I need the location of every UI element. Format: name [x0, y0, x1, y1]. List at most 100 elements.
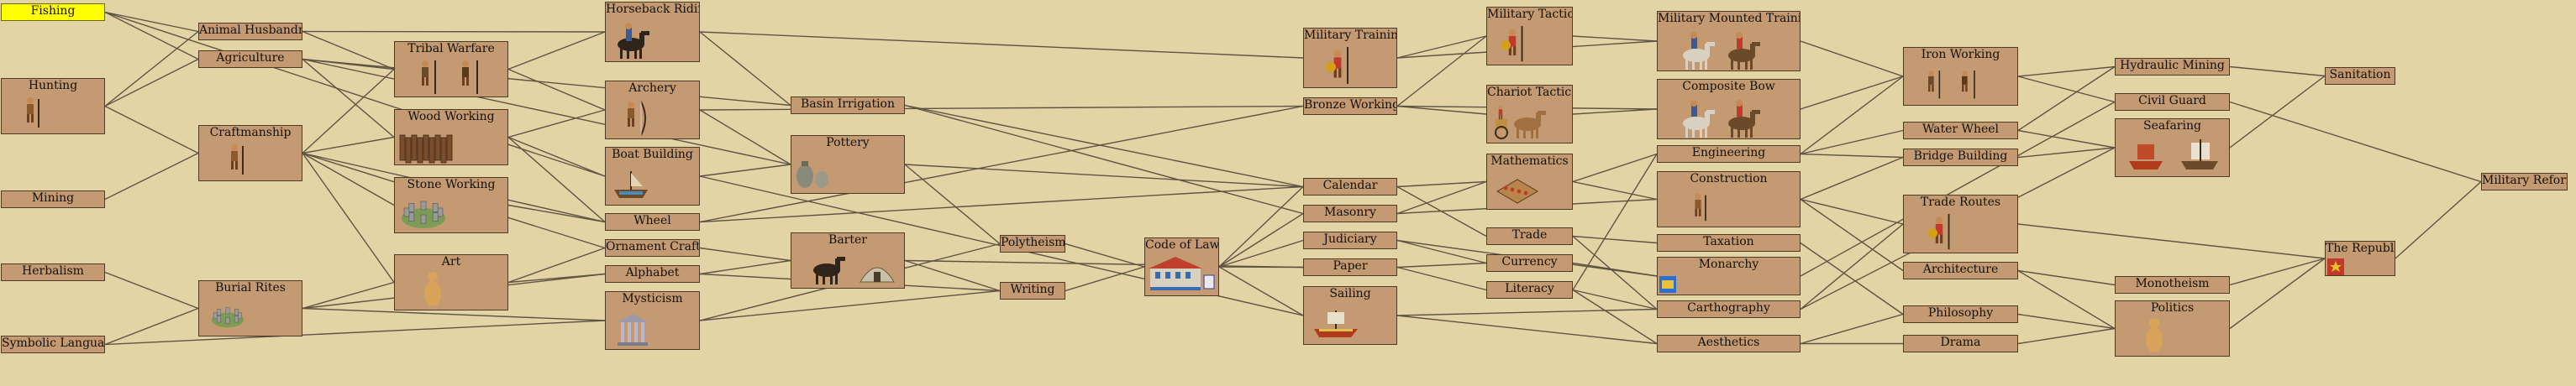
tech-label: Engineering — [1691, 146, 1766, 159]
tech-boat-building[interactable]: Boat Building — [605, 147, 700, 206]
prerequisite-link — [2229, 75, 2326, 149]
tech-stone-working[interactable]: Stone Working — [394, 177, 508, 233]
pottery-jars-icon — [791, 151, 833, 193]
tech-label: Calendar — [1322, 179, 1378, 192]
tech-fishing[interactable]: Fishing — [1, 3, 105, 21]
tech-label: Tribal Warfare — [407, 42, 495, 55]
mounted-archers-icon — [1674, 96, 1767, 138]
tech-burial-rites[interactable]: Burial Rites — [198, 280, 302, 336]
tech-seafaring[interactable]: Seafaring — [2115, 118, 2230, 177]
tech-paper[interactable]: Paper — [1303, 258, 1397, 276]
tech-the-republic[interactable]: The Republic — [2325, 241, 2395, 276]
tech-mysticism[interactable]: Mysticism — [605, 291, 700, 350]
prerequisite-link — [904, 164, 1304, 188]
tech-writing[interactable]: Writing — [1000, 282, 1065, 300]
tech-taxation[interactable]: Taxation — [1657, 234, 1801, 252]
tech-bronze-working[interactable]: Bronze Working — [1303, 97, 1397, 115]
prerequisite-link — [104, 11, 199, 60]
tech-agriculture[interactable]: Agriculture — [198, 50, 302, 68]
tech-code-of-laws[interactable]: Code of Laws — [1144, 237, 1219, 296]
tech-label: Military Reform — [2482, 174, 2568, 187]
tech-label: Stone Working — [407, 178, 496, 191]
tech-engineering[interactable]: Engineering — [1657, 145, 1801, 163]
tech-monarchy[interactable]: Monarchy — [1657, 257, 1801, 295]
tech-label: Agriculture — [216, 51, 285, 65]
tech-basin-irrigation[interactable]: Basin Irrigation — [791, 96, 905, 114]
tech-chariot-tactics[interactable]: Chariot Tactics — [1486, 85, 1573, 143]
tech-ornament-craft[interactable]: Ornament Craft — [605, 239, 700, 257]
tech-hunting[interactable]: Hunting — [1, 78, 105, 134]
prerequisite-link — [507, 68, 606, 111]
tech-iron-working[interactable]: Iron Working — [1903, 47, 2018, 106]
tech-label: Sanitation — [2329, 68, 2391, 81]
tech-construction[interactable]: Construction — [1657, 171, 1801, 227]
prerequisite-link — [104, 11, 606, 177]
tech-philosophy[interactable]: Philosophy — [1903, 305, 2018, 323]
prerequisite-link — [1396, 105, 1487, 115]
tech-currency[interactable]: Currency — [1486, 254, 1573, 272]
tech-sanitation[interactable]: Sanitation — [2325, 67, 2395, 85]
tech-architecture[interactable]: Architecture — [1903, 262, 2018, 279]
tech-animal-husbandry[interactable]: Animal Husbandry — [198, 23, 302, 40]
tech-label: Drama — [1940, 336, 1981, 349]
tech-military-mounted-training[interactable]: Military Mounted Training — [1657, 11, 1801, 71]
tech-label: Horseback Riding — [606, 3, 699, 16]
tech-judiciary[interactable]: Judiciary — [1303, 232, 1397, 249]
tech-polytheism[interactable]: Polytheism — [1000, 235, 1065, 253]
tech-politics[interactable]: Politics — [2115, 300, 2230, 357]
tech-archery[interactable]: Archery — [605, 81, 700, 139]
tech-military-training[interactable]: Military Training — [1303, 28, 1397, 88]
tech-hydraulic-mining[interactable]: Hydraulic Mining — [2115, 58, 2230, 76]
tech-label: Fishing — [30, 4, 76, 18]
banner-icon — [1659, 276, 1676, 293]
tech-composite-bow[interactable]: Composite Bow — [1657, 79, 1801, 139]
tech-masonry[interactable]: Masonry — [1303, 205, 1397, 222]
tech-barter[interactable]: Barter — [791, 232, 905, 289]
tech-wood-working[interactable]: Wood Working — [394, 109, 508, 165]
tech-art[interactable]: Art — [394, 254, 508, 310]
tech-literacy[interactable]: Literacy — [1486, 281, 1573, 299]
tech-sailing[interactable]: Sailing — [1303, 286, 1397, 345]
galley-icon — [1312, 307, 1359, 342]
prerequisite-link — [2395, 180, 2482, 259]
tech-drama[interactable]: Drama — [1903, 335, 2018, 352]
tech-aesthetics[interactable]: Aesthetics — [1657, 335, 1801, 352]
prerequisite-link — [2017, 269, 2116, 286]
prerequisite-link — [699, 105, 1304, 223]
tech-mathematics[interactable]: Mathematics — [1486, 154, 1573, 210]
tech-label: Literacy — [1505, 282, 1554, 295]
prerequisite-link — [1572, 289, 1658, 310]
tech-monotheism[interactable]: Monotheism — [2115, 276, 2230, 294]
tech-trade-routes[interactable]: Trade Routes — [1903, 195, 2018, 253]
prerequisite-link — [507, 136, 606, 177]
tech-herbalism[interactable]: Herbalism — [1, 263, 105, 281]
tech-water-wheel[interactable]: Water Wheel — [1903, 122, 2018, 139]
tech-label: Sailing — [1329, 287, 1371, 300]
prerequisite-link — [1218, 185, 1304, 268]
prerequisite-link — [1572, 35, 1658, 42]
prerequisite-link — [104, 271, 199, 310]
tech-mining[interactable]: Mining — [1, 190, 105, 208]
tech-horseback-riding[interactable]: Horseback Riding — [605, 2, 700, 62]
tech-symbolic-language[interactable]: Symbolic Language — [1, 336, 105, 353]
tech-tribal-warfare[interactable]: Tribal Warfare — [394, 41, 508, 97]
tech-craftmanship[interactable]: Craftmanship — [198, 125, 302, 181]
tech-civil-guard[interactable]: Civil Guard — [2115, 93, 2230, 111]
tech-label: Water Wheel — [1921, 123, 2000, 136]
tech-calendar[interactable]: Calendar — [1303, 178, 1397, 196]
tech-carthography[interactable]: Carthography — [1657, 300, 1801, 318]
tech-military-reform[interactable]: Military Reform — [2481, 173, 2568, 190]
prerequisite-link — [1396, 35, 1487, 59]
tech-alphabet[interactable]: Alphabet — [605, 265, 700, 283]
wooden-palisade-icon — [397, 127, 457, 164]
tech-military-tactics[interactable]: Military Tactics — [1486, 7, 1573, 65]
boat-icon — [611, 166, 651, 203]
tech-pottery[interactable]: Pottery — [791, 135, 905, 194]
tech-wheel[interactable]: Wheel — [605, 213, 700, 231]
tech-trade[interactable]: Trade — [1486, 227, 1573, 245]
tech-label: Carthography — [1687, 301, 1770, 315]
prerequisite-link — [904, 104, 1304, 188]
iron-soldiers-icon — [1916, 65, 1991, 103]
tech-bridge-building[interactable]: Bridge Building — [1903, 149, 2018, 166]
prerequisite-link — [104, 58, 199, 107]
